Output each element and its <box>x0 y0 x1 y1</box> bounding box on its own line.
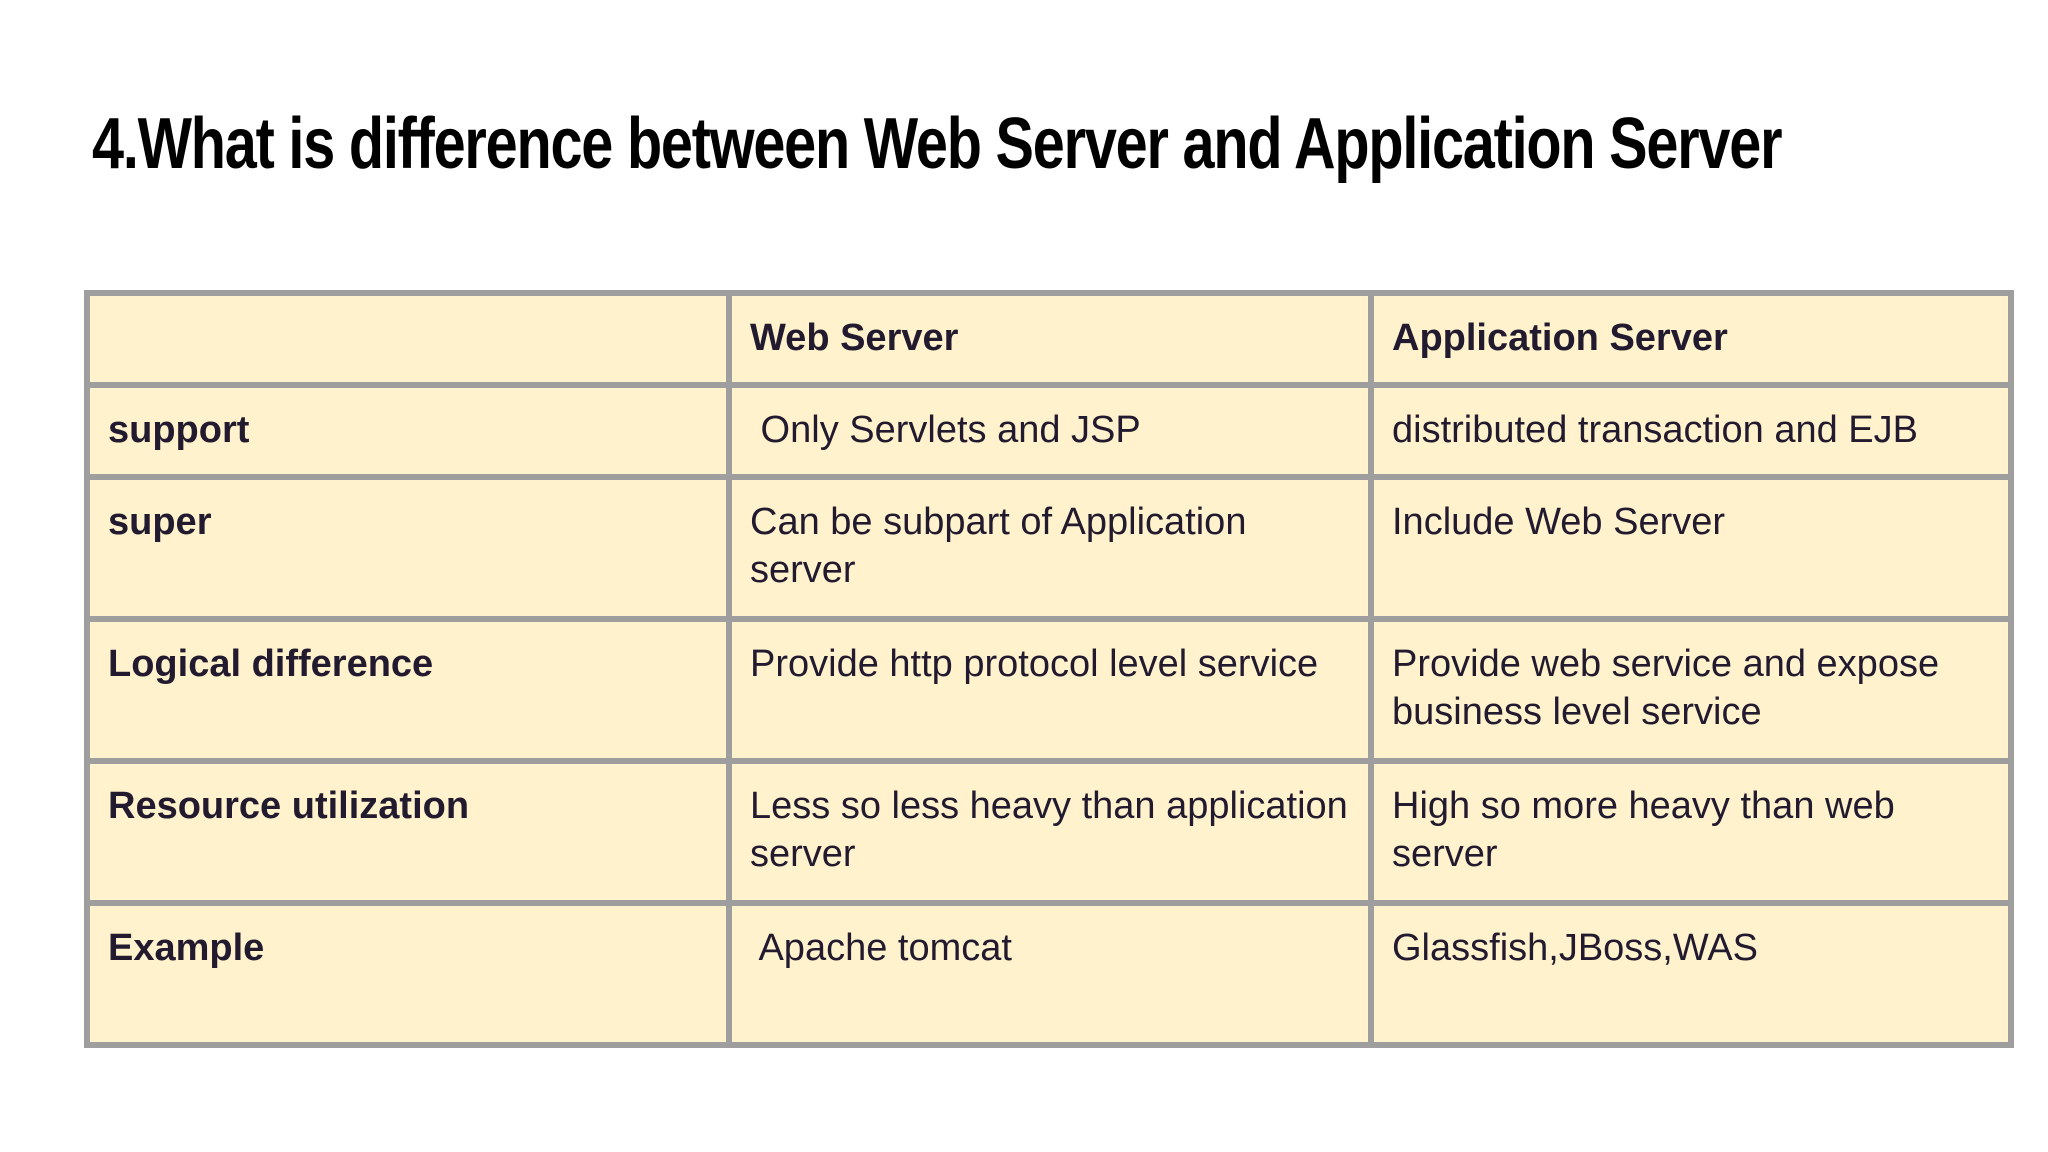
row-label: support <box>84 382 732 480</box>
application-server-cell: Include Web Server <box>1368 474 2014 622</box>
row-label: Resource utilization <box>84 758 732 906</box>
web-server-cell: Only Servlets and JSP <box>726 382 1374 480</box>
table-row: support Only Servlets and JSP distribute… <box>84 382 2014 480</box>
header-cell-empty <box>84 290 732 388</box>
row-label: super <box>84 474 732 622</box>
web-server-cell: Can be subpart of Application server <box>726 474 1374 622</box>
header-cell-application-server: Application Server <box>1368 290 2014 388</box>
row-label: Logical difference <box>84 616 732 764</box>
header-cell-web-server: Web Server <box>726 290 1374 388</box>
table-row: Example Apache tomcat Glassfish,JBoss,WA… <box>84 900 2014 1048</box>
application-server-cell: High so more heavy than web server <box>1368 758 2014 906</box>
web-server-cell: Less so less heavy than application serv… <box>726 758 1374 906</box>
application-server-cell: distributed transaction and EJB <box>1368 382 2014 480</box>
application-server-cell: Glassfish,JBoss,WAS <box>1368 900 2014 1048</box>
table-row: super Can be subpart of Application serv… <box>84 474 2014 622</box>
slide-title: 4.What is difference between Web Server … <box>92 104 1783 184</box>
comparison-table: Web Server Application Server support On… <box>84 290 2014 1048</box>
web-server-cell: Provide http protocol level service <box>726 616 1374 764</box>
row-label: Example <box>84 900 732 1048</box>
web-server-cell: Apache tomcat <box>726 900 1374 1048</box>
table-header-row: Web Server Application Server <box>84 290 2014 388</box>
application-server-cell: Provide web service and expose business … <box>1368 616 2014 764</box>
table-row: Resource utilization Less so less heavy … <box>84 758 2014 906</box>
table-row: Logical difference Provide http protocol… <box>84 616 2014 764</box>
